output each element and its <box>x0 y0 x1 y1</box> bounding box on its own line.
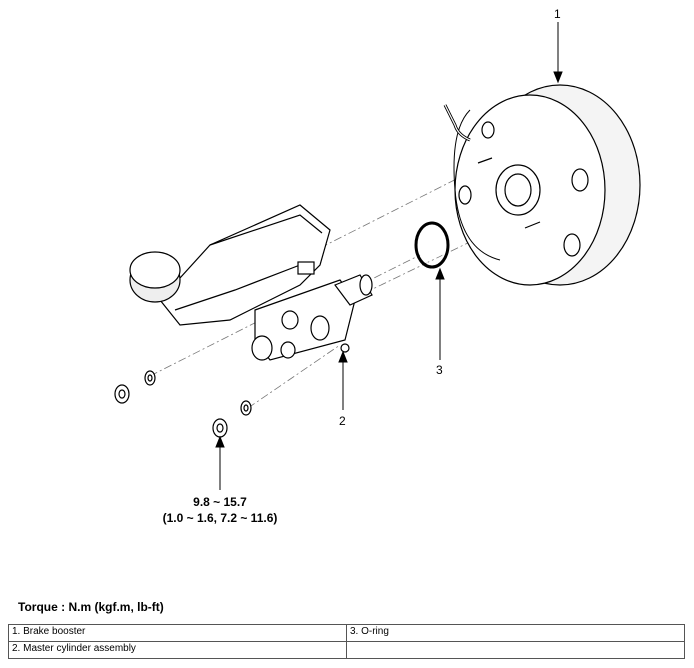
callout-3: 3 <box>436 363 443 377</box>
torque-heading: Torque : N.m (kgf.m, lb-ft) <box>18 600 164 614</box>
exploded-diagram: 1 2 3 9.8 ~ 15.7 (1.0 ~ 1.6, 7.2 ~ 11.6) <box>114 7 641 525</box>
callout-2: 2 <box>339 414 346 428</box>
parts-legend-table: 1. Brake booster 3. O-ring 2. Master cyl… <box>8 624 685 659</box>
torque-value-nm: 9.8 ~ 15.7 <box>193 495 247 509</box>
table-row: 1. Brake booster 3. O-ring <box>8 624 685 642</box>
legend-cell: 2. Master cylinder assembly <box>8 641 347 659</box>
table-row: 2. Master cylinder assembly <box>8 641 685 659</box>
fasteners <box>114 370 252 438</box>
legend-cell <box>346 641 685 659</box>
o-ring <box>414 221 450 269</box>
legend-cell: 1. Brake booster <box>8 624 347 642</box>
brake-booster <box>443 84 641 286</box>
legend-cell: 3. O-ring <box>346 624 685 642</box>
torque-value-alt: (1.0 ~ 1.6, 7.2 ~ 11.6) <box>163 511 278 525</box>
master-cylinder <box>129 204 373 361</box>
callout-1: 1 <box>554 7 561 21</box>
leader-lines <box>215 22 563 490</box>
